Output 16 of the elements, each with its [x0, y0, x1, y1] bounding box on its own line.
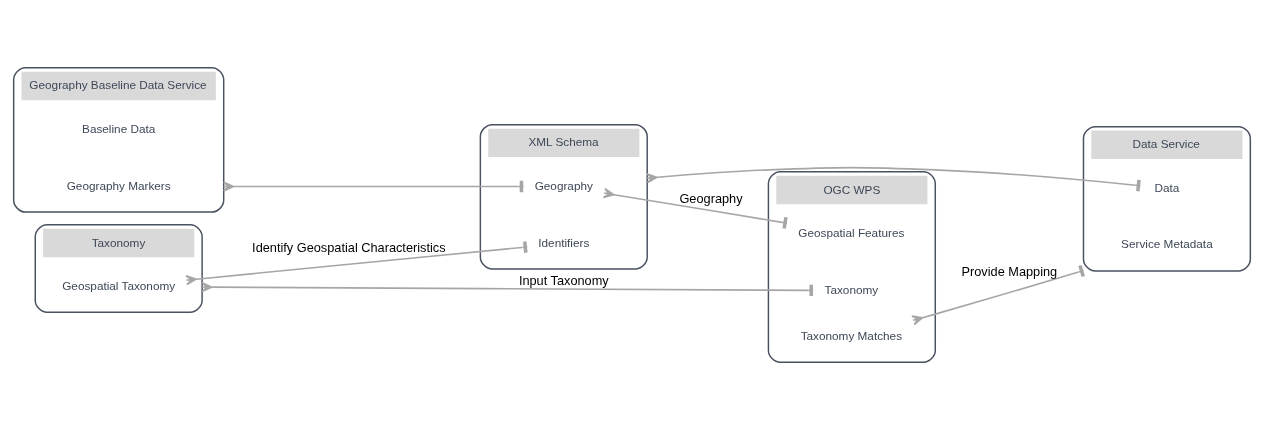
- node-text: Identifiers: [538, 235, 590, 249]
- node-text: Data: [1154, 180, 1180, 194]
- node-text: Taxonomy: [824, 282, 879, 296]
- edge-label: Identify Geospatial Characteristics: [252, 239, 446, 255]
- edge-label: Provide Mapping: [961, 264, 1058, 280]
- node-text: Geography: [534, 178, 593, 192]
- connector: [185, 241, 529, 286]
- node-text: Baseline Data: [82, 121, 156, 135]
- node-text: Geography Markers: [66, 178, 171, 192]
- node-text: Service Metadata: [1121, 237, 1213, 251]
- node-text: Taxonomy Matches: [800, 328, 903, 342]
- edge-label: Input Taxonomy: [518, 273, 609, 289]
- node-text: Geospatial Taxonomy: [62, 278, 176, 292]
- node-text: Geospatial Features: [798, 225, 905, 239]
- edge-label: Geography: [679, 190, 743, 206]
- connector: [602, 187, 788, 229]
